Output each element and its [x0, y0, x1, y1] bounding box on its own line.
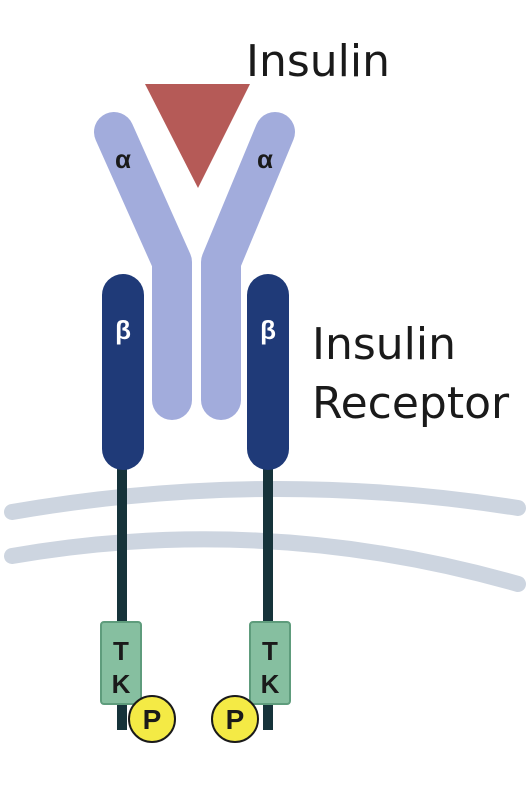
phosphate-circle-left [128, 695, 176, 743]
kinase-label-left-k: K [112, 669, 131, 699]
kinase-label-right-k: K [261, 669, 280, 699]
alpha-subunit-left [94, 112, 192, 420]
alpha-subunit-right [201, 112, 295, 420]
transmembrane-tails [117, 455, 273, 730]
tail-right [263, 455, 273, 730]
beta-subunit-left [102, 274, 144, 470]
alpha-label-left: α [115, 144, 131, 174]
receptor-label-line1: Insulin [312, 319, 456, 370]
insulin-label: Insulin [246, 36, 390, 87]
tail-left [117, 455, 127, 730]
kinase-domains [100, 621, 291, 705]
beta-label-left: β [115, 315, 131, 345]
insulin-triangle [145, 84, 250, 188]
kinase-box-right [249, 621, 291, 705]
beta-label-right: β [260, 315, 276, 345]
receptor-label-line2: Receptor [312, 378, 510, 429]
kinase-box-left [100, 621, 142, 705]
phosphate-label-left: P [143, 704, 162, 735]
beta-subunits [102, 274, 289, 470]
phosphate-circle-right [211, 695, 259, 743]
beta-subunit-right [247, 274, 289, 470]
phosphate-label-right: P [226, 704, 245, 735]
kinase-label-left-t: T [113, 636, 129, 666]
phosphate-groups [128, 695, 259, 743]
alpha-subunits [94, 112, 295, 420]
kinase-label-right-t: T [262, 636, 278, 666]
alpha-label-right: α [257, 144, 273, 174]
